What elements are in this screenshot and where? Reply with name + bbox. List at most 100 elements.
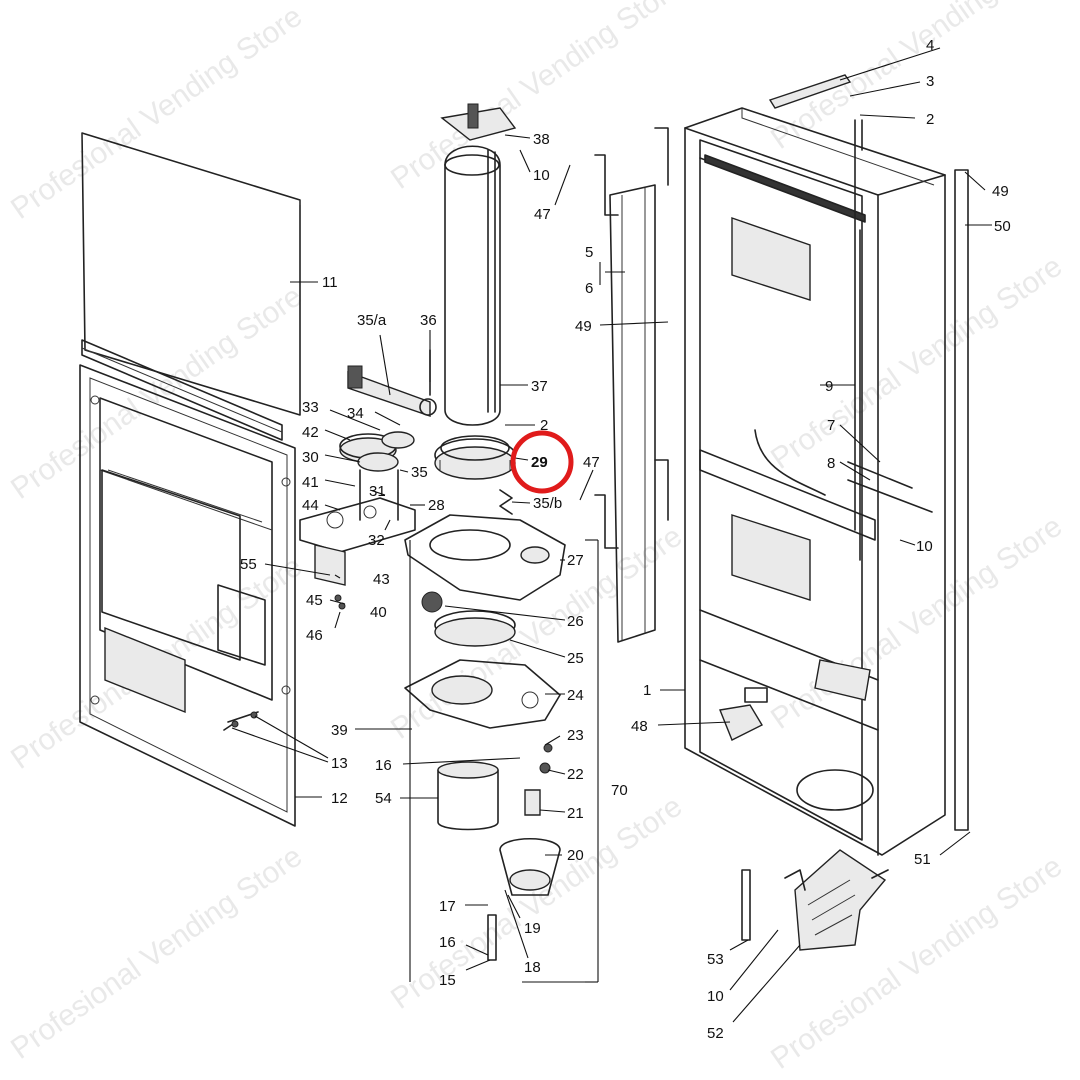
callout-label: 33 [302,399,319,416]
center-column-group [404,103,566,982]
callout-label: 52 [707,1025,724,1042]
gear-34 [381,431,415,449]
canister-tube-37 [444,145,501,426]
spring-rod-53 [741,869,751,941]
callout-label: 9 [825,378,833,395]
top-rail-4 [768,74,852,109]
callout-label: 6 [585,280,593,297]
callout-label: 2 [540,417,548,434]
callout-label: 51 [914,851,931,868]
callout-label: 25 [567,650,584,667]
callout-labels: 4 3 2 38 10 47 49 50 11 35/a 36 5 6 49 3… [240,37,1011,1042]
callout-label: 37 [531,378,548,395]
highlight-circle [510,430,574,494]
callout-label: 31 [369,483,386,500]
callout-label: 46 [306,627,323,644]
callout-label: 55 [240,556,257,573]
callout-label: 10 [916,538,933,555]
door-main-panel [79,364,296,827]
callout-label: 20 [567,847,584,864]
callout-label: 18 [524,959,541,976]
door-display-box [101,469,241,661]
callout-label: 22 [567,766,584,783]
callout-label: 16 [375,757,392,774]
nozzle-21 [524,789,541,816]
callout-label: 1 [643,682,651,699]
cabinet-frame [684,107,946,856]
callout-label: 2 [926,111,934,128]
lower-housing-24 [404,659,561,729]
callout-label: 27 [567,552,584,569]
upright-profile-group [594,127,669,643]
drip-tray-52 [794,849,887,951]
callout-label: 24 [567,687,584,704]
callout-label: 12 [331,790,348,807]
cabinet-frame-group [684,74,969,856]
callout-label: 42 [302,424,319,441]
gear-30 [357,452,399,472]
callout-label: 34 [347,405,364,422]
callout-label: 23 [567,727,584,744]
callout-label: 10 [533,167,550,184]
callout-label: 11 [322,274,338,291]
callout-label: 17 [439,898,456,915]
callout-label: 13 [331,755,348,772]
door-delivery-flap [104,626,186,714]
callout-label: 7 [827,417,835,434]
watermark: Profesional Vending Store [5,0,308,226]
bolt-17 [487,914,497,961]
callout-label: 45 [306,592,323,609]
callout-label: 70 [611,782,628,799]
cup-54 [437,769,499,831]
drip-tray-group [741,849,889,951]
callout-label: 26 [567,613,584,630]
callout-label: 3 [926,73,934,90]
callout-label: 10 [707,988,724,1005]
motor-plate [299,497,416,553]
callout-label: 47 [534,206,551,223]
cabinet-bracket-upper [731,217,811,301]
callout-label: 8 [827,455,835,472]
callout-label: 38 [533,131,550,148]
upright-profile [609,184,656,643]
callout-label: 50 [994,218,1011,235]
gear-26 [421,591,443,613]
callout-label: 53 [707,951,724,968]
callout-label: 39 [331,722,348,739]
callout-label: 49 [575,318,592,335]
watermark-layer: Profesional Vending Store Profesional Ve… [5,0,1068,1076]
callout-label: 36 [420,312,437,329]
callout-label: 47 [583,454,600,471]
latch-48 [719,704,763,741]
watermark: Profesional Vending Store [5,280,308,506]
callout-label: 41 [302,474,319,491]
door-window [99,397,273,701]
callout-label: 15 [439,972,456,989]
callout-label: 28 [428,497,445,514]
watermark: Profesional Vending Store [5,840,308,1066]
callout-label: 29 [531,454,548,471]
callout-label: 40 [370,604,387,621]
side-rail-50 [954,169,969,831]
callout-label: 35/a [357,312,387,329]
leader-lines [231,47,992,1023]
callout-label: 35/b [533,495,562,512]
callout-label: 48 [631,718,648,735]
callout-label: 32 [368,532,385,549]
callout-label: 54 [375,790,392,807]
motor-43 [314,544,346,586]
callout-label: 19 [524,920,541,937]
callout-label: 49 [992,183,1009,200]
door-top-panel [81,132,301,416]
callout-label: 43 [373,571,390,588]
upper-housing-27 [404,514,566,601]
callout-label: 4 [926,37,934,54]
callout-label: 35 [411,464,428,481]
highlight-label: 29 [531,454,548,471]
spring-35b [499,489,513,515]
callout-label: 21 [567,805,584,822]
door-panel-group [79,132,301,827]
callout-label: 44 [302,497,319,514]
